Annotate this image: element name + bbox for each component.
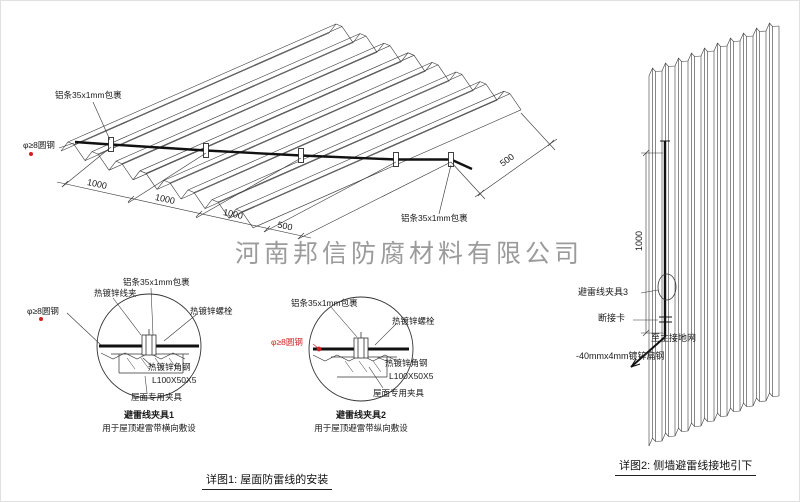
- detail2-label-angle-spec: L100X50X5: [389, 371, 434, 381]
- caption-detail1: 详图1: 屋面防雷线的安装: [202, 471, 333, 490]
- detail1-drawing: [39, 287, 202, 399]
- wall-corrugation: [648, 22, 780, 447]
- wall-label-flat-steel: -40mmx4mm镀锌扁钢: [576, 351, 665, 361]
- roof-red-marker: [29, 152, 33, 156]
- detail1-label-strip: 铝条35x1mm包裹: [123, 277, 190, 287]
- wall-dim-1000: 1000: [634, 230, 644, 252]
- roof-label-aluminum-strip-right: 铝条35x1mm包裹: [401, 213, 468, 223]
- detail1-subtitle: 用于屋顶避雷带横向敷设: [102, 423, 196, 433]
- wall-clamp-callout: [657, 273, 677, 301]
- detail2-label-bolt: 热镀锌螺栓: [392, 316, 435, 326]
- company-watermark: 河南邦信防腐材料有限公司: [235, 240, 584, 268]
- wall-label-disconnect: 断接卡: [598, 313, 626, 323]
- roof-clamp-symbols: [108, 137, 454, 167]
- detail2-label-steel: φ≥8圆钢: [271, 337, 303, 347]
- roof-conductor-line: [74, 140, 473, 171]
- roof-dimension-lines: [56, 112, 558, 240]
- wall-label-clamp3: 避雷线夹具3: [578, 287, 629, 297]
- detail1-label-clamp: 热镀锌线夹: [94, 288, 137, 298]
- detail2-subtitle: 用于屋顶避雷带纵向敷设: [314, 423, 408, 433]
- detail1-title: 避雷线夹具1: [123, 410, 174, 420]
- detail2-label-fixture: 屋面专用夹具: [373, 388, 425, 398]
- detail1-label-fixture: 屋面专用夹具: [131, 392, 183, 402]
- roof-leader-lines: [58, 101, 452, 215]
- wall-disconnect-symbol: [659, 316, 672, 323]
- wall-dimension-lines: [633, 149, 663, 359]
- wall-conductor-line: [630, 140, 670, 368]
- detail1-label-angle-spec: L100X50X5: [152, 375, 197, 385]
- detail2-title: 避雷线夹具2: [335, 410, 386, 420]
- detail2-label-strip: 铝条35x1mm包裹: [291, 298, 358, 308]
- detail1-label-bolt: 热镀锌螺栓: [190, 306, 233, 316]
- roof-corrugation: [60, 23, 522, 229]
- caption-detail2: 详图2: 侧墙避雷线接地引下: [615, 457, 757, 476]
- roof-label-round-steel: φ≥8圆钢: [23, 140, 55, 150]
- wall-label-ground: 至主接地网: [651, 333, 697, 343]
- detail1-label-angle: 热镀锌角钢: [148, 362, 191, 372]
- roof-label-aluminum-strip-left: 铝条35x1mm包裹: [55, 90, 122, 100]
- detail2-drawing: [308, 296, 414, 402]
- detail2-label-angle: 热镀锌角钢: [385, 358, 428, 368]
- detail1-label-steel: φ≥8圆钢: [27, 306, 59, 316]
